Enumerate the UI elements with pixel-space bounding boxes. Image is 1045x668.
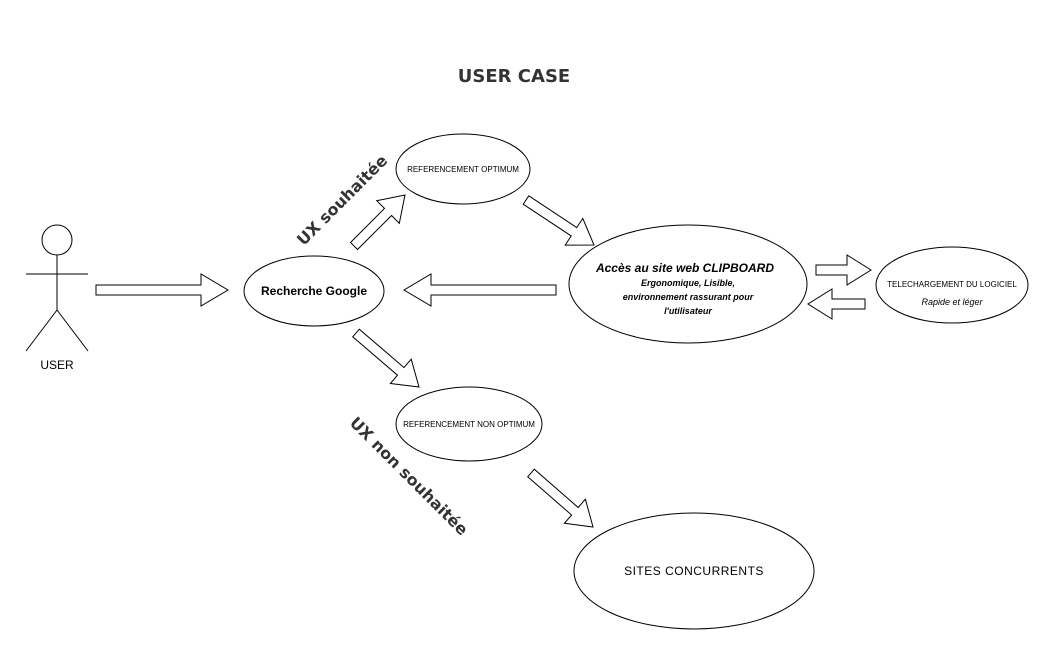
usecase-ellipse bbox=[875, 246, 1029, 324]
arrow-ref-non-optimum-to-concurrents bbox=[526, 468, 594, 528]
arrow-acces-to-telechargement bbox=[815, 254, 872, 286]
actor-right-leg bbox=[56, 309, 89, 352]
usecase-ellipse bbox=[395, 133, 531, 205]
usecase-ellipse bbox=[573, 512, 815, 630]
usecase-telechargement-logiciel[interactable]: TELECHARGEMENT DU LOGICIEL Rapide et lég… bbox=[875, 246, 1029, 324]
arrow-ref-optimum-to-acces bbox=[522, 195, 595, 246]
usecase-sites-concurrents[interactable]: SITES CONCURRENTS bbox=[573, 512, 815, 630]
referencement-optimum-label: REFERENCEMENT OPTIMUM bbox=[407, 165, 519, 174]
actor-left-leg bbox=[25, 309, 58, 352]
actor-label: USER bbox=[40, 358, 74, 372]
edge-label-ux-souhaitee: UX souhaitée bbox=[293, 151, 391, 249]
usecase-referencement-non-optimum[interactable]: REFERENCEMENT NON OPTIMUM bbox=[395, 386, 543, 462]
arrows-layer bbox=[95, 194, 872, 528]
referencement-non-optimum-label: REFERENCEMENT NON OPTIMUM bbox=[403, 420, 535, 429]
recherche-google-label: Recherche Google bbox=[261, 284, 367, 298]
diagram-title: USER CASE bbox=[458, 66, 570, 87]
arrow-recherche-to-ref-optimum bbox=[349, 194, 406, 251]
usecase-referencement-optimum[interactable]: REFERENCEMENT OPTIMUM bbox=[395, 133, 531, 205]
actor-head bbox=[41, 224, 73, 256]
acces-line-1: Ergonomique, Lisible, bbox=[641, 278, 735, 288]
arrow-user-to-recherche bbox=[95, 273, 229, 307]
sites-concurrents-label: SITES CONCURRENTS bbox=[624, 564, 764, 578]
usecase-ellipse bbox=[243, 255, 385, 327]
usecase-ellipse bbox=[395, 386, 543, 462]
telechargement-subtitle: Rapide et léger bbox=[921, 297, 983, 307]
acces-line-2: environnement rassurant pour bbox=[623, 292, 754, 302]
acces-title: Accès au site web CLIPBOARD bbox=[595, 261, 774, 275]
arrow-recherche-to-ref-non-optimum bbox=[351, 328, 420, 388]
arrow-acces-to-recherche bbox=[403, 273, 557, 307]
user-actor[interactable]: USER bbox=[25, 224, 89, 372]
telechargement-title: TELECHARGEMENT DU LOGICIEL bbox=[887, 280, 1017, 289]
usecase-recherche-google[interactable]: Recherche Google bbox=[243, 255, 385, 327]
acces-line-3: l'utilisateur bbox=[664, 306, 712, 316]
usecase-acces-site-clipboard[interactable]: Accès au site web CLIPBOARD Ergonomique,… bbox=[568, 224, 808, 344]
usecase-ellipse bbox=[568, 224, 808, 344]
arrow-telechargement-to-acces bbox=[807, 288, 866, 320]
